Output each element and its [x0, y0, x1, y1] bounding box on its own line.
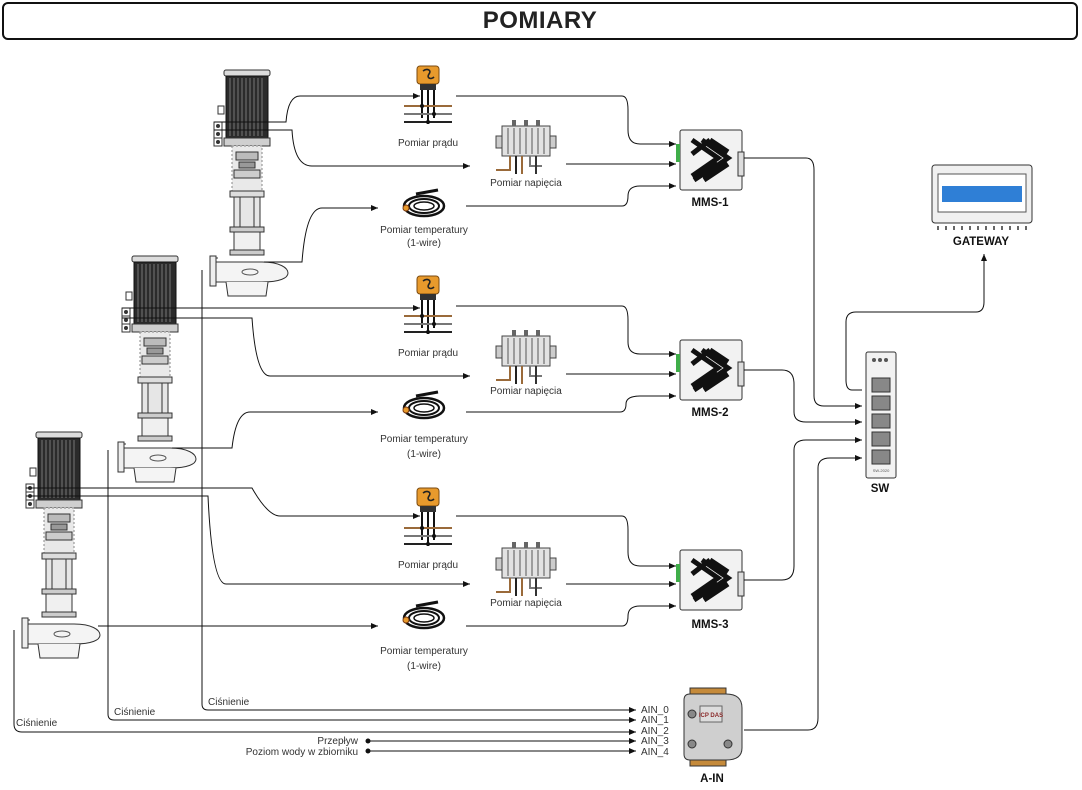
temp-probe-2-icon — [401, 390, 446, 420]
ain-module-label: A-IN — [700, 773, 724, 785]
voltage-label-1: Pomiar napięcia — [490, 178, 562, 189]
page-title-frame: POMIARY — [2, 2, 1078, 40]
current-sensor-1-icon — [403, 65, 453, 125]
voltage-block-2-icon — [495, 329, 557, 385]
mms-3-icon — [676, 550, 744, 610]
mms-2-icon — [676, 340, 744, 400]
temp-label-3-line2: (1-wire) — [407, 661, 441, 672]
current-label-3: Pomiar prądu — [398, 560, 458, 571]
temp-label-1-line1: Pomiar temperatury — [380, 225, 468, 236]
temp-label-3-line1: Pomiar temperatury — [380, 646, 468, 657]
current-sensor-3-icon — [403, 487, 453, 547]
mms-2-label: MMS-2 — [691, 407, 728, 419]
ain-module-logo: ICP DAS — [699, 713, 723, 719]
voltage-label-3: Pomiar napięcia — [490, 598, 562, 609]
gateway-icon — [931, 164, 1033, 230]
water-level-label: Poziom wody w zbiorniku — [246, 747, 358, 758]
page-title: POMIARY — [482, 7, 598, 34]
ain-0-label: AIN_0 — [641, 705, 669, 716]
pump-3-icon — [21, 431, 101, 659]
ain-2-label: AIN_2 — [641, 726, 669, 737]
pressure-label-3: Ciśnienie — [16, 718, 58, 729]
current-label-1: Pomiar prądu — [398, 138, 458, 149]
temp-probe-3-icon — [401, 600, 446, 630]
mms-3-label: MMS-3 — [691, 619, 728, 631]
current-sensor-2-icon — [403, 275, 453, 335]
network-switch-icon: SW-2020 — [865, 351, 897, 479]
voltage-block-3-icon — [495, 541, 557, 597]
ain-4-label: AIN_4 — [641, 747, 669, 758]
mms-1-icon — [676, 130, 744, 190]
temp-label-2-line2: (1-wire) — [407, 449, 441, 460]
temp-label-1-line2: (1-wire) — [407, 238, 441, 249]
flow-label: Przepływ — [317, 736, 358, 747]
ain-1-label: AIN_1 — [641, 715, 669, 726]
ain-3-label: AIN_3 — [641, 736, 669, 747]
temp-label-2-line1: Pomiar temperatury — [380, 434, 468, 445]
voltage-label-2: Pomiar napięcia — [490, 386, 562, 397]
pressure-label-1: Ciśnienie — [208, 697, 250, 708]
voltage-block-1-icon — [495, 119, 557, 175]
gateway-label: GATEWAY — [953, 236, 1010, 248]
mms-1-label: MMS-1 — [691, 197, 729, 209]
analog-input-module-icon: ICP DAS — [683, 687, 743, 767]
temp-probe-1-icon — [401, 188, 446, 218]
current-label-2: Pomiar prądu — [398, 348, 458, 359]
pressure-label-2: Ciśnienie — [114, 707, 156, 718]
switch-label: SW — [871, 483, 890, 495]
switch-model-label: SW-2020 — [873, 468, 890, 473]
